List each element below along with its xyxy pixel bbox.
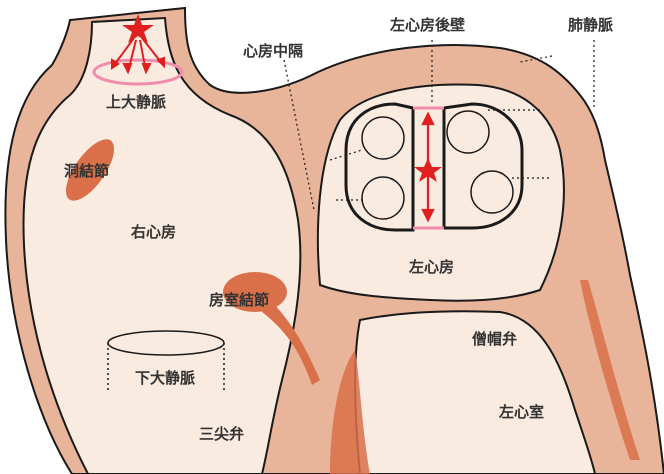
label-atrioventricular-node: 房室結節: [209, 291, 270, 309]
label-interatrial-septum: 心房中隔: [243, 42, 304, 60]
pulmonary-vein-openings: [361, 110, 514, 220]
label-superior-vena-cava: 上大静脈: [106, 93, 167, 111]
label-left-atrial-posterior-wall: 左心房後壁: [390, 16, 466, 34]
purkinje-fiber-right: [580, 280, 640, 460]
his-bundle: [262, 300, 320, 385]
label-mitral-valve: 僧帽弁: [472, 330, 518, 348]
label-left-atrium: 左心房: [409, 258, 455, 276]
sinoatrial-node: [65, 139, 115, 201]
leader-lines: [283, 40, 595, 211]
ectopic-focus-star-wall: [414, 158, 442, 182]
label-pulmonary-veins: 肺静脈: [568, 16, 614, 34]
label-inferior-vena-cava: 下大静脈: [135, 369, 196, 387]
radiating-arrows-top: [111, 37, 165, 75]
label-tricuspid-valve: 三尖弁: [199, 425, 245, 443]
label-sinoatrial-node: 洞結節: [64, 162, 110, 180]
ectopic-focus-star-top: [122, 14, 154, 43]
inferior-vena-cava-ring: [107, 330, 225, 356]
bundle-branch-left: [330, 350, 370, 474]
superior-vena-cava-ring: [92, 58, 184, 86]
label-left-ventricle: 左心室: [499, 403, 545, 421]
label-right-atrium: 右心房: [131, 223, 177, 241]
right-atrium-chamber: [22, 16, 302, 474]
